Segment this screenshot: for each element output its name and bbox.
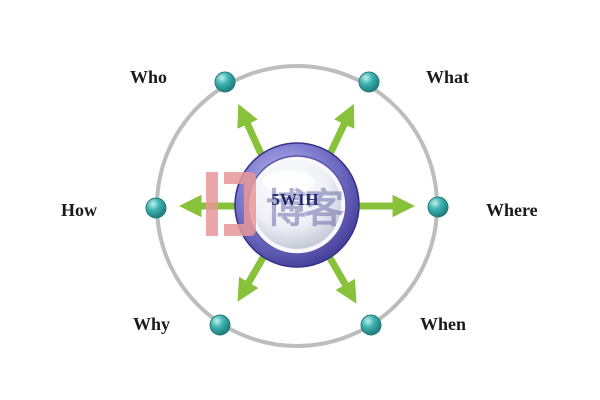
hub (234, 142, 360, 268)
node-what (358, 71, 380, 93)
label-who: Who (130, 67, 168, 87)
node-when (360, 314, 382, 336)
label-where: Where (486, 200, 538, 220)
label-when: When (420, 314, 467, 334)
label-what: What (426, 67, 470, 87)
arrow-who (237, 103, 266, 158)
label-why: Why (133, 314, 171, 334)
arrow-when (326, 256, 357, 304)
watermark-text: 博客 (266, 186, 344, 232)
node-who (214, 71, 236, 93)
label-how: How (61, 200, 97, 220)
node-how (145, 197, 167, 219)
node-why (209, 314, 231, 336)
node-where (427, 196, 449, 218)
watermark-logo (206, 172, 256, 236)
arrow-why (237, 254, 268, 302)
arrow-what (326, 103, 355, 156)
center-label: 5W1H (271, 190, 319, 209)
nodes (145, 71, 449, 336)
arrows (179, 103, 415, 304)
